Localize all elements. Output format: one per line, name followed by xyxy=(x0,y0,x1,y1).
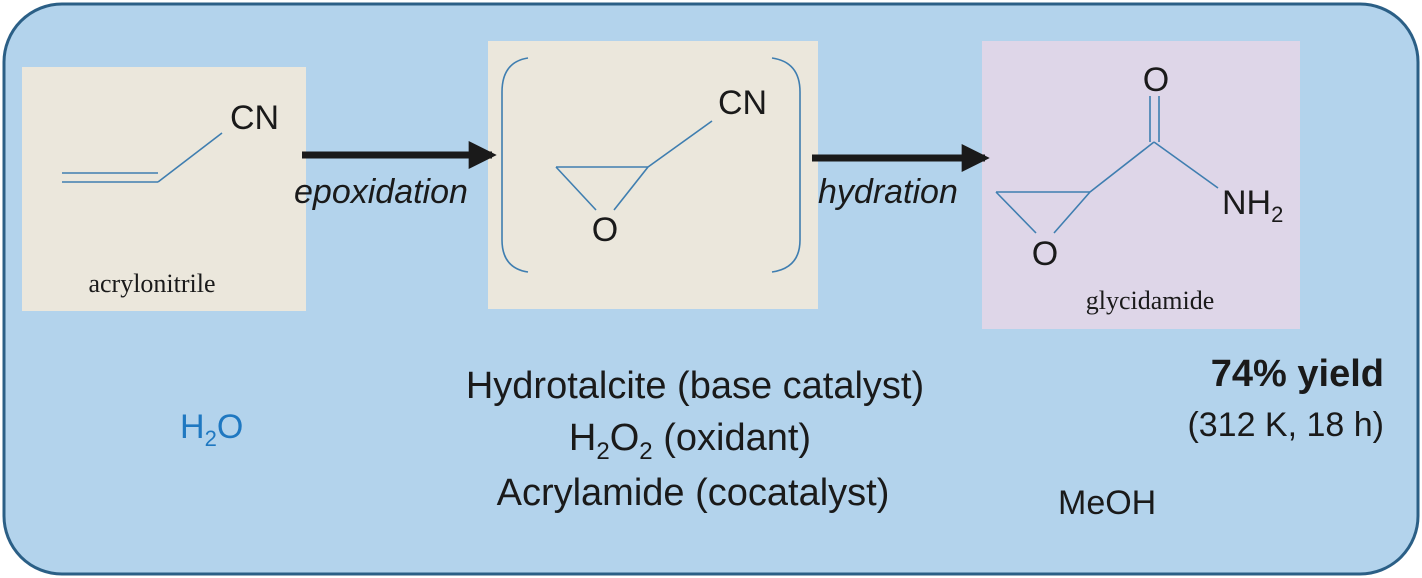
glycidamide-nh2: NH2 xyxy=(1222,184,1283,227)
epoxide-right-bond xyxy=(613,166,649,211)
water-o: O xyxy=(217,408,243,446)
acrylonitrile-cn-label: CN xyxy=(230,99,279,137)
glycidamide-structure xyxy=(995,96,1219,234)
epoxidation-label: epoxidation xyxy=(294,173,468,211)
water-h: H xyxy=(180,408,205,446)
epoxide-left-bond xyxy=(555,166,597,211)
solvent-label: MeOH xyxy=(1058,484,1156,522)
glycidamide-box xyxy=(982,41,1300,329)
bond-to-cn xyxy=(647,120,713,168)
acrylonitrile-structure xyxy=(62,132,223,183)
acrylonitrile-box xyxy=(22,67,306,311)
intermediate-cn-label: CN xyxy=(718,84,767,122)
left-bracket xyxy=(501,57,529,273)
condition-oxidant: H2O2 (oxidant) xyxy=(569,417,811,465)
bond-to-carbonyl xyxy=(1089,141,1155,193)
nh-text: NH xyxy=(1222,184,1271,222)
hydration-label: hydration xyxy=(818,173,958,211)
single-bond-to-cn xyxy=(157,132,223,183)
intermediate-box xyxy=(488,41,818,309)
oxidant-o: O xyxy=(610,417,640,459)
intermediate-brackets xyxy=(501,57,801,273)
right-bracket xyxy=(771,57,801,273)
oxidant-sub2: 2 xyxy=(639,438,652,465)
glycidamide-ring-o: O xyxy=(1032,235,1058,273)
condition-cocatalyst: Acrylamide (cocatalyst) xyxy=(497,472,890,514)
glycidamide-carbonyl-o: O xyxy=(1143,61,1169,99)
oxidant-h: H xyxy=(569,417,596,459)
water-subscript: 2 xyxy=(205,426,217,451)
condition-catalyst: Hydrotalcite (base catalyst) xyxy=(466,365,924,407)
bond-to-nh2 xyxy=(1153,141,1219,189)
oxidant-sub1: 2 xyxy=(596,438,609,465)
yield-label: 74% yield xyxy=(1211,353,1384,395)
intermediate-o-label: O xyxy=(592,211,618,249)
intermediate-structure xyxy=(555,120,713,211)
epoxide-right-bond xyxy=(1053,191,1091,234)
glycidamide-name: glycidamide xyxy=(1086,286,1215,315)
epoxide-left-bond xyxy=(995,191,1037,234)
yield-conditions: (312 K, 18 h) xyxy=(1187,406,1384,444)
oxidant-rest: (oxidant) xyxy=(653,417,811,459)
water-label: H2O xyxy=(180,408,243,451)
nh-subscript: 2 xyxy=(1271,202,1283,227)
acrylonitrile-name: acrylonitrile xyxy=(88,269,215,298)
